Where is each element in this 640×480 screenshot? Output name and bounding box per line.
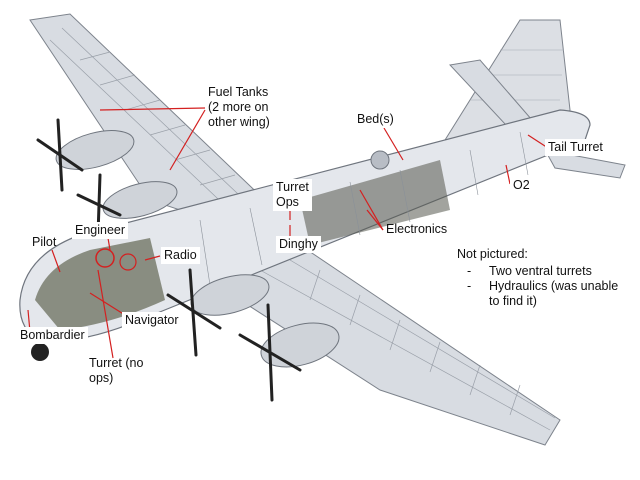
- notes-heading: Not pictured:: [457, 247, 528, 261]
- label-turret-no-ops: Turret (no ops): [86, 355, 146, 387]
- fuselage: [19, 109, 591, 342]
- notes-item-line: Two ventral turrets: [489, 264, 592, 278]
- not-pictured-notes: Not pictured: Two ventral turrets Hydrau…: [457, 247, 618, 309]
- label-dinghy: Dinghy: [276, 236, 321, 253]
- label-o2: O2: [510, 177, 533, 194]
- label-pilot: Pilot: [32, 235, 57, 249]
- notes-item-line: to find it): [489, 294, 537, 308]
- left-wing: [29, 13, 271, 226]
- lower-stabilizer: [544, 149, 626, 179]
- nose-wheel: [31, 343, 49, 361]
- label-radio: Radio: [161, 247, 200, 264]
- label-electronics: Electronics: [386, 222, 448, 236]
- label-engineer: Engineer: [72, 222, 129, 239]
- label-turret-ops-line1: Turret: [276, 180, 309, 194]
- notes-item-line: Hydraulics (was unable: [489, 279, 619, 293]
- label-turret-ops: Turret Ops: [273, 179, 312, 211]
- label-tail-turret: Tail Turret: [545, 139, 606, 156]
- label-turret-no-ops-line1: Turret (no: [89, 356, 144, 370]
- notes-item: Hydraulics (was unable to find it): [467, 279, 618, 309]
- notes-list: Two ventral turrets Hydraulics (was unab…: [457, 264, 618, 309]
- notes-item: Two ventral turrets: [467, 264, 618, 279]
- label-navigator: Navigator: [122, 312, 182, 329]
- label-turret-no-ops-line2: ops): [89, 371, 114, 385]
- label-fuel-tanks-line1: Fuel Tanks: [208, 85, 269, 99]
- label-turret-ops-line2: Ops: [276, 195, 299, 209]
- label-fuel-tanks-line2: (2 more on: [208, 100, 269, 114]
- label-fuel-tanks-line3: other wing): [208, 115, 270, 129]
- label-bombardier: Bombardier: [17, 327, 88, 344]
- label-fuel-tanks: Fuel Tanks (2 more on other wing): [205, 84, 273, 131]
- label-beds: Bed(s): [354, 111, 397, 128]
- propellers: [36, 118, 302, 402]
- engines: [55, 130, 340, 368]
